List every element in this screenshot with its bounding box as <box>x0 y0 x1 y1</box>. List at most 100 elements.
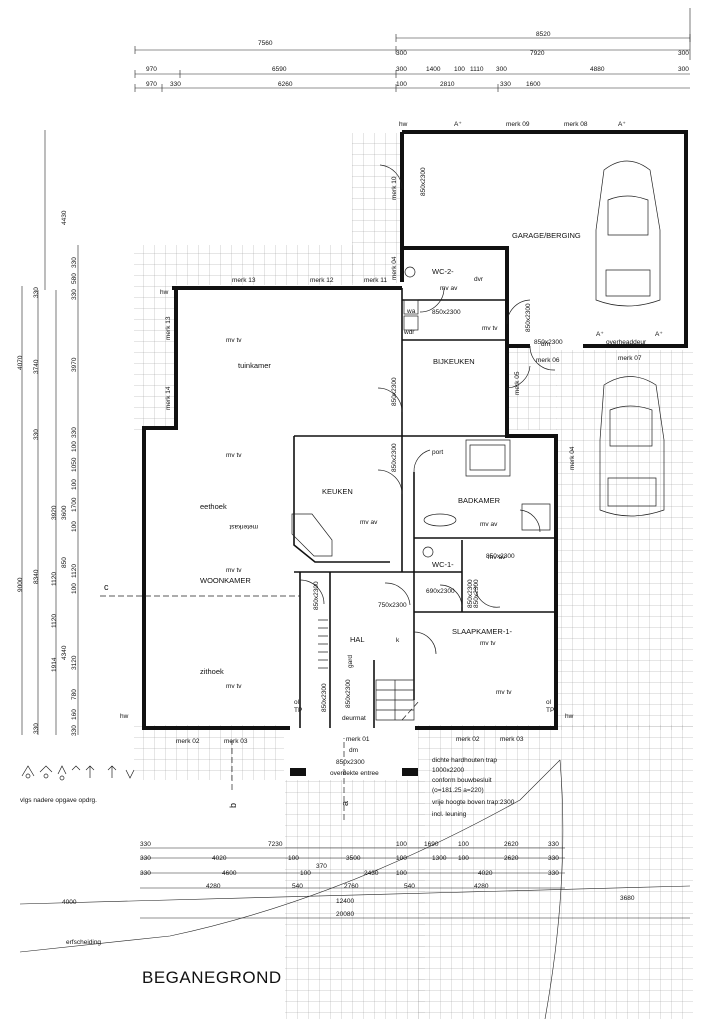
dim-value: 4000 <box>62 899 77 906</box>
dimensions-bottom: 330 7230 100 1690 100 2620 330 330 4020 … <box>62 841 635 918</box>
dim-value: 100 <box>396 841 407 848</box>
ventilation-label: mv tv <box>482 325 498 332</box>
dim-value: 330 <box>33 723 40 734</box>
label-tp: TP <box>294 707 302 714</box>
door-size: 850x2300 <box>473 579 480 608</box>
dim-value: 780 <box>71 689 78 700</box>
kitchen-counter <box>291 513 333 557</box>
car-driveway <box>599 376 665 517</box>
dim-value: 330 <box>33 429 40 440</box>
marker: merk 13 <box>165 316 172 340</box>
marker: merk 14 <box>165 386 172 410</box>
section-mark-a: a <box>340 801 350 806</box>
dim-value: 4020 <box>212 855 227 862</box>
dim-value: 6260 <box>278 81 293 88</box>
door-swings <box>299 164 556 655</box>
room-zithoek: zithoek <box>200 667 224 676</box>
dim-value: 7560 <box>258 40 273 47</box>
room-garage: GARAGE/BERGING <box>512 231 581 240</box>
label-ol: ol <box>546 699 552 706</box>
dim-value: 4280 <box>206 883 221 890</box>
dim-value: 1120 <box>71 564 78 578</box>
dim-value: 4070 <box>17 355 24 370</box>
label-cat: A⁺ <box>655 331 663 338</box>
dim-value: 300 <box>496 66 507 73</box>
dim-value: 1690 <box>424 841 439 848</box>
door-size: 850x2300 <box>467 579 474 608</box>
dim-value: 2810 <box>440 81 455 88</box>
dim-value: 1300 <box>432 855 447 862</box>
ventilation-label: mv tv <box>226 452 242 459</box>
section-mark-c: c <box>104 582 109 592</box>
room-eethoek: eethoek <box>200 502 227 511</box>
dim-value: 2620 <box>504 855 519 862</box>
stairs <box>318 619 415 721</box>
dim-value: 4280 <box>474 883 489 890</box>
dim-value: 300 <box>678 50 689 57</box>
page-title: BEGANEGROND <box>142 968 282 987</box>
door-size: 850x2300 <box>486 553 515 560</box>
dim-value: 4430 <box>61 210 68 225</box>
dim-value: 330 <box>548 870 559 877</box>
marker: merk 06 <box>536 357 560 364</box>
exterior-walls <box>142 130 688 776</box>
dim-value: 1110 <box>470 66 484 73</box>
dim-value: 4020 <box>478 870 493 877</box>
room-woonkamer: WOONKAMER <box>200 576 251 585</box>
dim-value: 9000 <box>17 577 24 592</box>
dim-value: 100 <box>396 81 407 88</box>
dim-value: 970 <box>146 81 157 88</box>
door-size: 850x2300 <box>313 581 320 610</box>
door-size: 850x2300 <box>420 167 427 196</box>
dim-value: 1120 <box>51 614 58 628</box>
door-size: 850x2300 <box>534 339 563 346</box>
marker: merk 03 <box>500 736 524 743</box>
marker: merk 09 <box>506 121 530 128</box>
ventilation-label: mv av <box>480 521 498 528</box>
trap-note: (o=181.25 a=220) <box>432 787 484 794</box>
dim-value: 1400 <box>426 66 441 73</box>
door-size: 850x2300 <box>391 377 398 406</box>
label-meterkast: meterkast <box>229 523 258 530</box>
dim-value: 3600 <box>61 505 68 520</box>
door-size: 850x2300 <box>321 683 328 712</box>
interior-walls <box>293 288 556 728</box>
dim-value: 100 <box>396 855 407 862</box>
door-size: 690x2300 <box>426 588 455 595</box>
room-keuken: KEUKEN <box>322 487 353 496</box>
section-lines <box>100 595 421 820</box>
ventilation-label: mv av <box>488 554 506 561</box>
trap-notes: dichte hardhouten trap 1000x2200 conform… <box>432 757 515 818</box>
label-hw: hw <box>160 289 169 296</box>
dim-value: 1050 <box>71 457 78 472</box>
label-kast: k <box>396 637 400 644</box>
ventilation-label: mv tv <box>480 640 496 647</box>
dim-value: 160 <box>71 709 78 720</box>
label-ol: ol <box>294 699 300 706</box>
ventilation-label: mv tv <box>226 337 242 344</box>
room-wc1: WC-1- <box>432 560 454 569</box>
dim-value: 300 <box>396 50 407 57</box>
dim-value: 580 <box>71 273 78 284</box>
dim-value: 4600 <box>222 870 237 877</box>
dim-value: 330 <box>33 287 40 298</box>
door-size: 850x2300 <box>391 443 398 472</box>
dim-value: 330 <box>71 257 78 268</box>
bathroom-fixtures <box>403 266 551 558</box>
dim-value: 2620 <box>504 841 519 848</box>
ventilation-label: mv av <box>440 285 458 292</box>
dim-value: 3500 <box>346 855 361 862</box>
dim-value: 100 <box>396 870 407 877</box>
legend-text: vlgs nadere opgave opdrg. <box>20 797 97 804</box>
dim-value: 540 <box>292 883 303 890</box>
room-badkamer: BADKAMER <box>458 496 501 505</box>
ventilation-label: mv tv <box>226 683 242 690</box>
label-cat: A⁺ <box>618 121 626 128</box>
dim-value: 6590 <box>272 66 287 73</box>
label-cat: A⁺ <box>454 121 462 128</box>
room-port: port <box>432 449 443 456</box>
paving <box>134 133 693 1019</box>
label-hw: hw <box>399 121 408 128</box>
dim-value: 850 <box>61 557 68 568</box>
dim-value: 100 <box>71 521 78 532</box>
